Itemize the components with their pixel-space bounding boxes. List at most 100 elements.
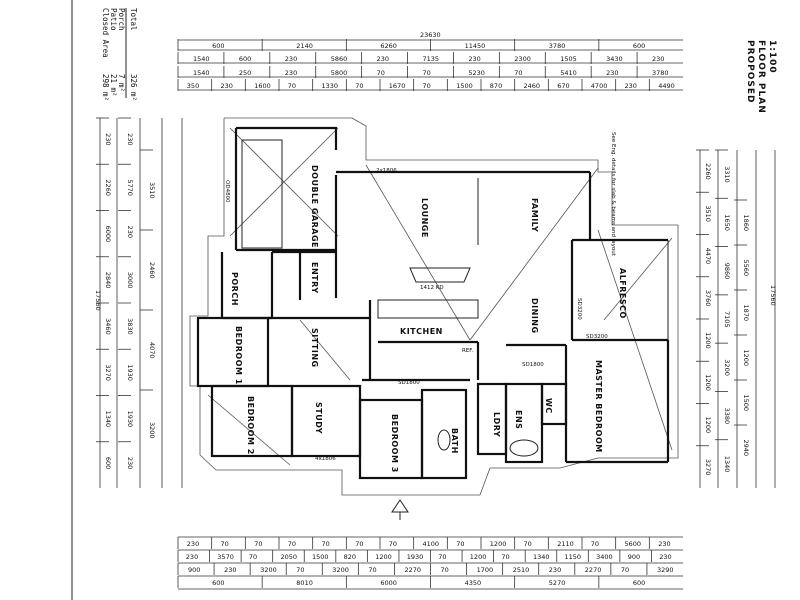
top-dim-r1-2: 6260 bbox=[380, 42, 397, 50]
label-bath: BATH bbox=[450, 428, 459, 454]
bottom-dim-r1-12: 70 bbox=[591, 540, 599, 548]
left-dim-c1-3: 2840 bbox=[104, 272, 112, 289]
label-bedroom1: BEDROOM 1 bbox=[234, 326, 243, 385]
right-dim-c3-0: 1860 bbox=[742, 215, 750, 232]
note-sd-alfresco: SD3200 bbox=[586, 334, 608, 340]
top-dim-r3-10: 3780 bbox=[652, 69, 669, 77]
left-dim-c1-7: 600 bbox=[104, 457, 112, 469]
left-dim-c2-0: 230 bbox=[126, 133, 134, 145]
label-alfresco: ALFRESCO bbox=[618, 268, 627, 319]
top-dim-r3-4: 70 bbox=[377, 69, 385, 77]
bottom-dim-r1-7: 4100 bbox=[423, 540, 440, 548]
right-dim-c3-3: 1200 bbox=[742, 350, 750, 367]
right-dim-c2-4: 3200 bbox=[723, 359, 731, 376]
area-value-3: 326 m² bbox=[129, 74, 138, 101]
right-dim-c1-4: 1200 bbox=[704, 332, 712, 349]
plan-notes: See Eng. details for slab & beams and la… bbox=[224, 132, 616, 462]
label-study: STUDY bbox=[314, 402, 323, 434]
bottom-dim-r1-3: 70 bbox=[288, 540, 296, 548]
right-dim-c1-6: 1200 bbox=[704, 417, 712, 434]
top-dim-r2-8: 1505 bbox=[560, 55, 577, 63]
top-dim-r3-5: 70 bbox=[423, 69, 431, 77]
area-value-0: 298 m² bbox=[101, 74, 110, 101]
room-labels: DOUBLE GARAGE LOUNGE FAMILY ALFRESCO ENT… bbox=[230, 165, 627, 473]
bottom-dim-r3-5: 70 bbox=[368, 566, 376, 574]
bottom-dim-r1-1: 70 bbox=[221, 540, 229, 548]
bottom-dim-r1-4: 70 bbox=[322, 540, 330, 548]
right-dim-c3-1: 5560 bbox=[742, 260, 750, 277]
top-dim-r1-1: 2140 bbox=[296, 42, 313, 50]
label-master-bedroom: MASTER BEDROOM bbox=[594, 360, 603, 453]
note-garage-door: OD4800 bbox=[224, 180, 230, 203]
area-table: Closed Area Patio Porch Total 298 m² 21 … bbox=[101, 8, 138, 101]
label-kitchen: KITCHEN bbox=[400, 327, 443, 336]
top-dim-r4-13: 230 bbox=[625, 82, 637, 90]
label-entry: ENTRY bbox=[310, 262, 319, 294]
bottom-dim-r4-3: 4350 bbox=[465, 579, 482, 587]
bottom-dim-r3-6: 2270 bbox=[405, 566, 422, 574]
top-dim-r4-6: 1670 bbox=[389, 82, 406, 90]
bottom-dim-r3-9: 2510 bbox=[513, 566, 530, 574]
garage-stairs-outline bbox=[241, 139, 283, 249]
bottom-dim-r2-12: 1150 bbox=[565, 553, 582, 561]
top-dim-r2-4: 230 bbox=[377, 55, 389, 63]
area-label-2: Porch bbox=[117, 8, 126, 31]
bottom-dim-r2-14: 900 bbox=[628, 553, 640, 561]
kitchen-island bbox=[377, 299, 479, 319]
bottom-dim-r2-13: 3400 bbox=[596, 553, 613, 561]
bottom-dim-r1-11: 2110 bbox=[557, 540, 574, 548]
bottom-dim-r1-13: 5600 bbox=[625, 540, 642, 548]
note-sd-master: SD3200 bbox=[576, 298, 582, 320]
bottom-dim-r2-0: 230 bbox=[186, 553, 198, 561]
top-dim-r2-2: 230 bbox=[285, 55, 297, 63]
top-dim-r4-9: 870 bbox=[490, 82, 502, 90]
top-dim-r4-10: 2460 bbox=[524, 82, 541, 90]
right-dim-c2-1: 1650 bbox=[723, 214, 731, 231]
bottom-dim-r2-5: 820 bbox=[344, 553, 356, 561]
left-dim-c1-5: 3270 bbox=[104, 364, 112, 381]
bottom-dim-r2-1: 3570 bbox=[217, 553, 234, 561]
bottom-dim-r3-11: 2270 bbox=[585, 566, 602, 574]
top-dim-r3-7: 70 bbox=[514, 69, 522, 77]
right-dim-c3-5: 2940 bbox=[742, 440, 750, 457]
bottom-dim-r2-8: 70 bbox=[438, 553, 446, 561]
bottom-dim-r1-0: 230 bbox=[187, 540, 199, 548]
bottom-dim-r4-2: 6000 bbox=[380, 579, 397, 587]
top-dim-r4-5: 70 bbox=[355, 82, 363, 90]
note-window-2x1806: 2x1806 bbox=[376, 168, 397, 174]
top-dim-r4-11: 670 bbox=[557, 82, 569, 90]
area-label-0: Closed Area bbox=[101, 8, 110, 58]
bottom-dim-r3-4: 3200 bbox=[332, 566, 349, 574]
top-dim-r2-10: 230 bbox=[652, 55, 664, 63]
left-dim-overall: 17560 bbox=[94, 290, 102, 311]
bottom-dim-r3-3: 70 bbox=[296, 566, 304, 574]
left-dim-c1-0: 230 bbox=[104, 133, 112, 145]
right-dim-c2-5: 3380 bbox=[723, 408, 731, 425]
right-dim-c3-4: 1500 bbox=[742, 395, 750, 412]
left-dim-c3-2: 4070 bbox=[148, 342, 156, 359]
bottom-dim-r4-1: 8010 bbox=[296, 579, 313, 587]
bottom-dim-r3-2: 3200 bbox=[260, 566, 277, 574]
right-dim-c1-2: 4470 bbox=[704, 248, 712, 265]
label-bedroom3: BEDROOM 3 bbox=[390, 414, 399, 473]
left-dim-c2-6: 1930 bbox=[126, 411, 134, 428]
top-dim-r1-0: 600 bbox=[212, 42, 224, 50]
right-dim-c1-7: 3270 bbox=[704, 459, 712, 476]
top-dim-r3-0: 1540 bbox=[193, 69, 210, 77]
label-double-garage: DOUBLE GARAGE bbox=[310, 165, 319, 248]
note-sd-kitchen: SD1800 bbox=[398, 380, 420, 386]
left-dim-c3-1: 2460 bbox=[148, 262, 156, 279]
bottom-dim-r4-4: 5270 bbox=[549, 579, 566, 587]
label-family: FAMILY bbox=[530, 198, 539, 232]
left-dim-c2-4: 3830 bbox=[126, 318, 134, 335]
